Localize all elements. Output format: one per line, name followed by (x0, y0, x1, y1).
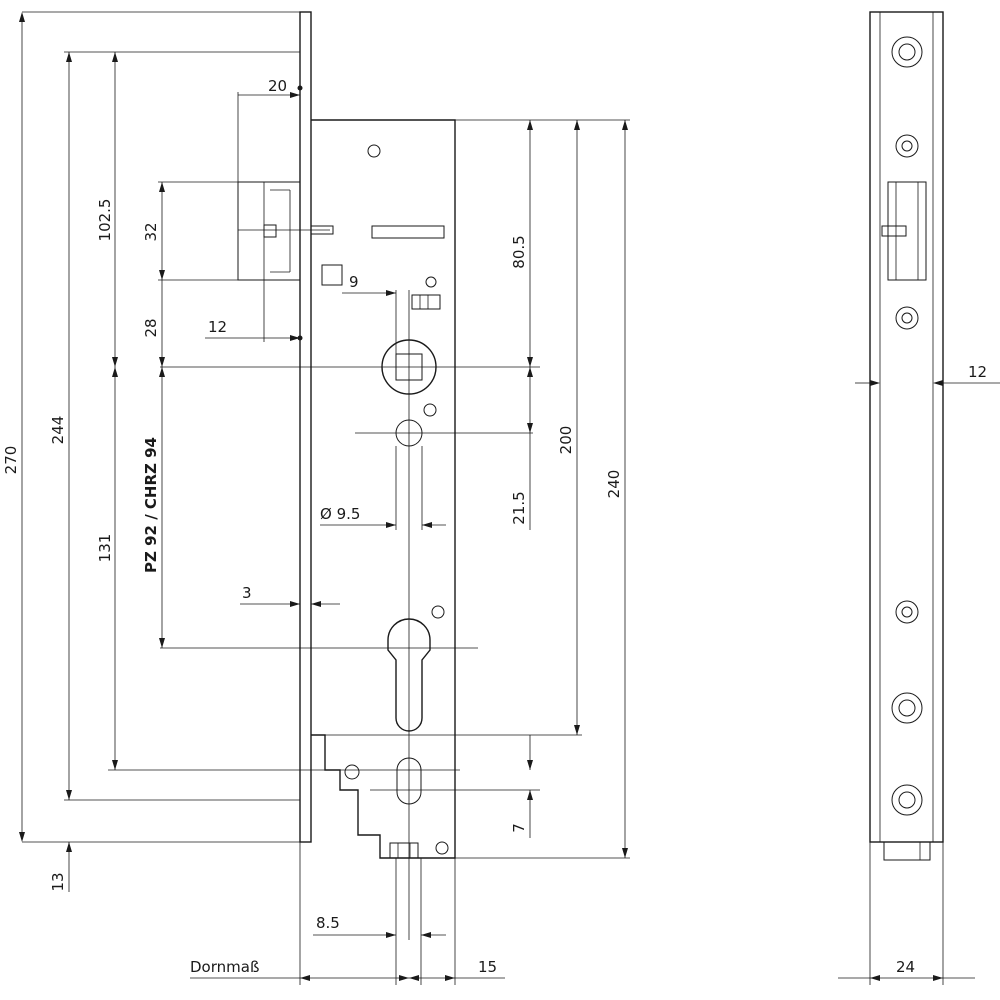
left-dimensions: 270 244 13 102.5 131 32 28 (2, 11, 460, 892)
dim-bottom-offset: 7 (510, 823, 528, 833)
side-view: 12 24 (838, 11, 1000, 985)
inner-dimensions: 9 Ø 9.5 8.5 Dornmaß 15 (190, 273, 505, 985)
dim-latch-offset: 28 (142, 318, 160, 337)
square-marker (321, 264, 343, 286)
dim-case-full: 240 (605, 470, 623, 499)
dim-face-width: 24 (896, 958, 915, 976)
dim-side-width: 15 (478, 958, 497, 976)
screw-hole (367, 144, 381, 158)
dim-bottom-extra: 13 (49, 872, 67, 891)
dim-cylinder-offset: 102.5 (96, 199, 114, 242)
side-faceplate (869, 11, 944, 843)
latch-bolt (237, 181, 334, 281)
front-view (160, 11, 540, 940)
right-dimensions: 80.5 21.5 200 240 7 (370, 119, 630, 859)
side-latch (881, 181, 927, 281)
dim-overall-height: 270 (2, 446, 20, 475)
case-slot (371, 225, 445, 239)
dim-case-height: 200 (557, 426, 575, 455)
faceplate (299, 11, 312, 843)
dim-faceplate-span: 244 (49, 416, 67, 445)
dim-bolt-width: 8.5 (316, 914, 340, 932)
backset-label: Dornmaß (190, 958, 259, 976)
dim-bolt-gap: 12 (208, 318, 227, 336)
lever (411, 276, 441, 310)
dim-backset-center: 131 (96, 534, 114, 563)
dim-latch-throw: 20 (268, 77, 287, 95)
centre-distance-label: PZ 92 / CHRZ 94 (142, 437, 160, 573)
dim-hole-diameter: Ø 9.5 (320, 505, 360, 523)
dim-upper-distance: 80.5 (510, 235, 528, 268)
dim-square-spindle: 9 (349, 273, 359, 291)
dim-face-thickness: 12 (968, 363, 987, 381)
dim-plate-thickness: 3 (242, 584, 252, 602)
dim-hole-offset: 21.5 (510, 491, 528, 524)
cylinder-profile-hole (387, 618, 431, 732)
dim-latch-height: 32 (142, 222, 160, 241)
